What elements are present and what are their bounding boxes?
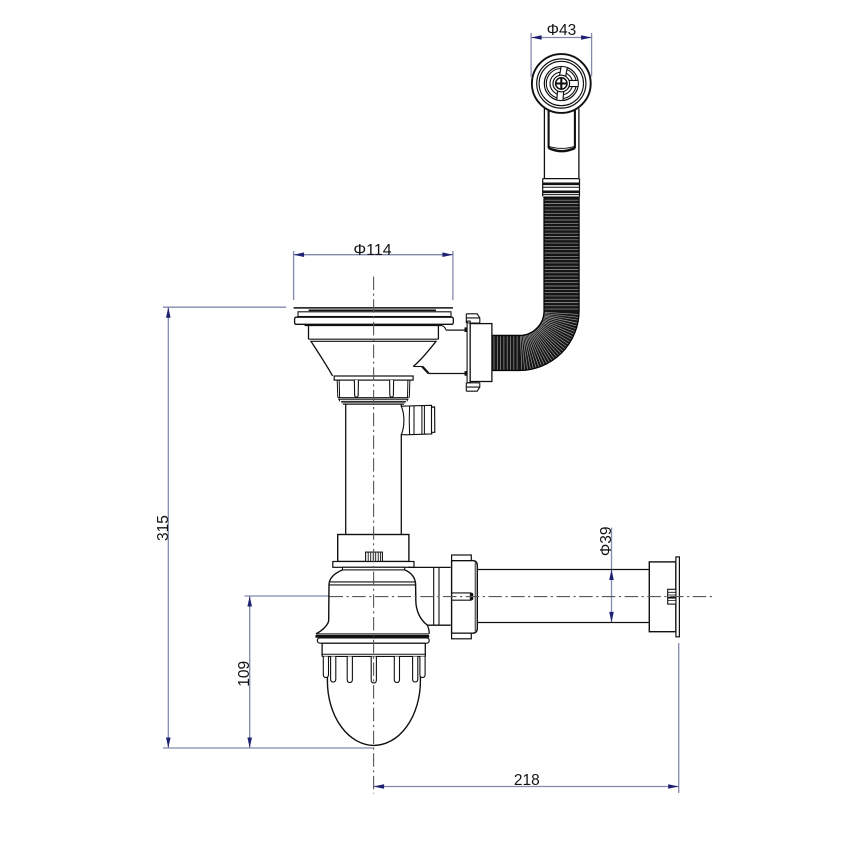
- svg-text:109: 109: [236, 661, 253, 687]
- svg-text:218: 218: [514, 772, 540, 789]
- svg-text:Φ39: Φ39: [598, 526, 615, 556]
- svg-text:315: 315: [155, 515, 172, 541]
- svg-text:Φ43: Φ43: [547, 22, 577, 39]
- svg-text:Φ114: Φ114: [353, 242, 391, 259]
